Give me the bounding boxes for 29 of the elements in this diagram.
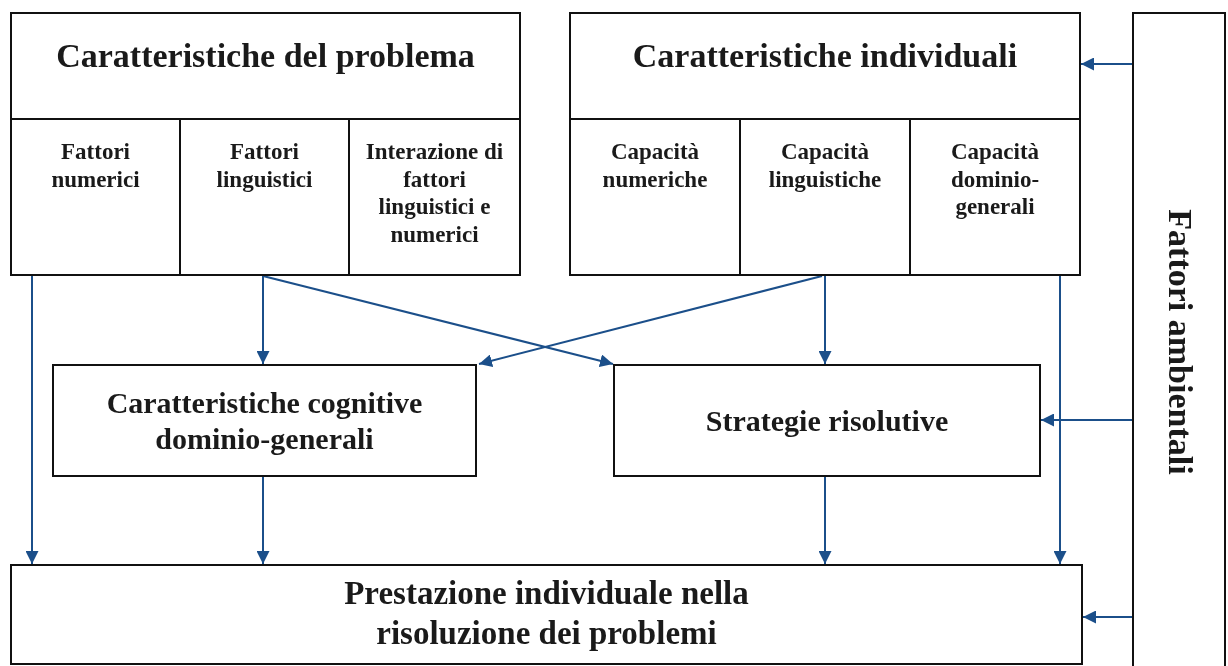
- process-box: [613, 364, 1041, 477]
- arrow: [262, 275, 614, 368]
- group-box: [569, 12, 1081, 276]
- box-label: Capacità dominio-generali: [949, 138, 1041, 221]
- process-box: [52, 364, 477, 477]
- box-label: Fattori linguistici: [215, 138, 314, 194]
- box-heading: Caratteristiche del problema: [55, 36, 476, 76]
- group-box: [10, 12, 521, 276]
- box-label: Strategie risolutive: [704, 402, 950, 439]
- arrow: [25, 275, 39, 565]
- environment-bar: [1132, 12, 1226, 666]
- arrow: [256, 476, 270, 565]
- arrow: [1040, 413, 1133, 427]
- arrow: [818, 476, 832, 565]
- outcome-box: [10, 564, 1083, 665]
- box-label: Prestazione individuale nella risoluzione dei problemi: [343, 574, 750, 653]
- box-label: Interazione di fattori linguistici e numerici: [364, 138, 505, 249]
- box-label: Capacità numeriche: [601, 138, 709, 194]
- box-heading: Caratteristiche individuali: [631, 36, 1019, 76]
- arrow: [478, 275, 823, 368]
- box-label: Caratteristiche cognitive dominio-generali: [105, 384, 424, 457]
- arrow: [1053, 275, 1067, 565]
- arrow: [1080, 57, 1133, 71]
- box-label: Fattori ambientali: [1161, 209, 1201, 475]
- arrow: [1082, 610, 1133, 624]
- box-label: Fattori numerici: [50, 138, 141, 194]
- box-label: Capacità linguistiche: [767, 138, 883, 194]
- arrow: [818, 275, 832, 365]
- arrow: [256, 275, 270, 365]
